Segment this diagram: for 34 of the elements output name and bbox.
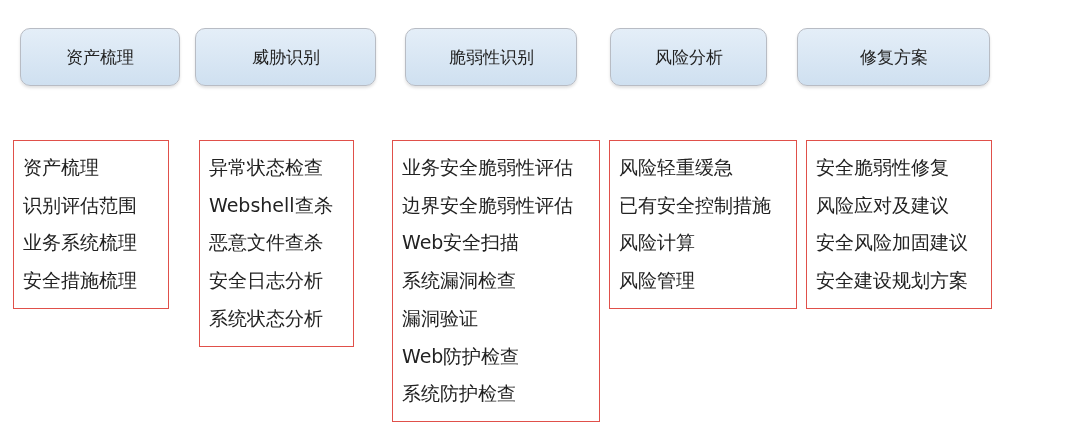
list-item: 恶意文件查杀	[209, 230, 324, 256]
task-list-box	[392, 140, 600, 422]
list-item: 风险应对及建议	[816, 192, 950, 218]
list-item: 已有安全控制措施	[619, 192, 772, 218]
stage-header: 风险分析	[610, 28, 767, 86]
list-item: 边界安全脆弱性评估	[402, 192, 574, 218]
list-item: 安全风险加固建议	[816, 230, 969, 256]
list-item: 系统防护检查	[402, 381, 517, 407]
stage-header: 资产梳理	[20, 28, 180, 86]
list-item: 风险计算	[619, 230, 696, 256]
list-item: 风险管理	[619, 268, 696, 294]
list-item: 安全建设规划方案	[816, 268, 969, 294]
list-item: Web防护检查	[402, 343, 521, 369]
task-list-box	[609, 140, 797, 309]
stage-header: 威胁识别	[195, 28, 376, 86]
list-item: 风险轻重缓急	[619, 155, 734, 180]
stage-header: 修复方案	[797, 28, 990, 86]
list-item: 漏洞验证	[402, 305, 479, 331]
list-item: 安全日志分析	[209, 268, 324, 294]
list-item: Webshell查杀	[209, 192, 334, 218]
list-item: 资产梳理	[23, 155, 100, 180]
list-item: 安全措施梳理	[23, 268, 138, 294]
list-item: Web安全扫描	[402, 230, 521, 256]
list-item: 系统漏洞检查	[402, 268, 517, 294]
task-list-box	[806, 140, 992, 309]
list-item: 业务系统梳理	[23, 230, 138, 256]
list-item: 业务安全脆弱性评估	[402, 155, 574, 180]
task-list-box	[199, 140, 354, 347]
stage-header: 脆弱性识别	[405, 28, 577, 86]
list-item: 安全脆弱性修复	[816, 155, 950, 180]
list-item: 识别评估范围	[23, 192, 138, 218]
list-item: 系统状态分析	[209, 305, 324, 331]
task-list-box	[13, 140, 169, 309]
list-item: 异常状态检查	[209, 155, 324, 180]
